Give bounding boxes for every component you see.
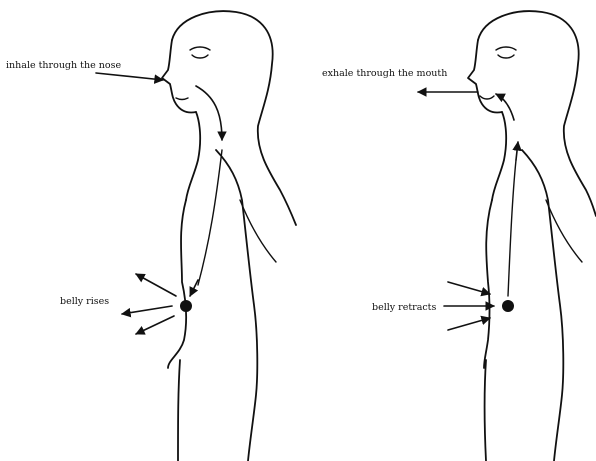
inhale-panel: inhale through the nose belly rises <box>6 11 296 461</box>
inhale-belly-label: belly rises <box>60 296 109 307</box>
belly-retracts-arrow-up <box>448 282 490 294</box>
inhale-nose-label: inhale through the nose <box>6 60 121 71</box>
inhale-nose-arrow <box>96 73 163 80</box>
exhale-panel: exhale through the mouth belly retracts <box>322 11 596 461</box>
belly-rises-arrow-down <box>136 316 174 334</box>
exhale-mouth-label: exhale through the mouth <box>322 68 447 79</box>
exhale-airway-arrow <box>516 142 518 160</box>
exhale-belly-label: belly retracts <box>372 302 436 313</box>
belly-rises-arrow-up <box>136 274 176 296</box>
inhale-figure-outline <box>162 11 296 461</box>
exhale-belly-point <box>502 300 514 312</box>
inhale-belly-point <box>180 300 192 312</box>
belly-retracts-arrow-down <box>448 318 490 330</box>
exhale-figure-outline <box>468 11 596 461</box>
belly-rises-arrow-mid <box>122 306 172 314</box>
